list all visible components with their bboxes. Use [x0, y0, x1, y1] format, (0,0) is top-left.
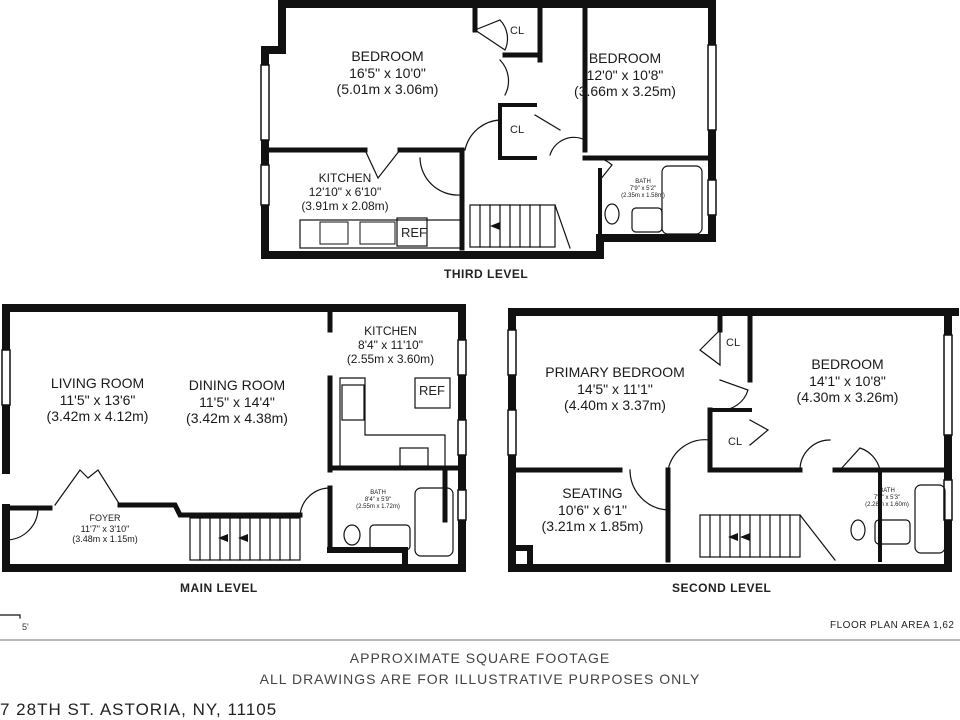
room-foyer: FOYER 11'7" x 3'10" (3.48m x 1.15m): [55, 513, 155, 545]
level-label-second: SECOND LEVEL: [672, 581, 772, 595]
main-level-windows: [1, 339, 467, 521]
closet-label: CL: [510, 25, 525, 37]
room-dims-ft: 7'9" x 5'2": [629, 186, 657, 193]
room-kitchen-third: KITCHEN 12'10" x 6'10" (3.91m x 2.08m): [295, 171, 395, 213]
closet-label: CL: [728, 436, 743, 448]
room-name: BEDROOM: [811, 356, 884, 372]
room-dims-m: (5.01m x 3.06m): [336, 81, 439, 98]
room-dims-m: (2.35m x 1.58m): [621, 193, 665, 200]
room-dims-m: (3.66m x 3.25m): [574, 83, 676, 100]
footer-line-2: ALL DRAWINGS ARE FOR ILLUSTRATIVE PURPOS…: [259, 671, 701, 687]
room-dims-ft: 11'5" x 13'6": [59, 391, 136, 408]
closet-label: CL: [510, 124, 525, 136]
room-dining-room: DINING ROOM 11'5" x 14'4" (3.42m x 4.38m…: [178, 377, 296, 427]
room-bath-main: BATH 8'4" x 5'9" (2.55m x 1.72m): [346, 490, 410, 511]
room-bedroom-second: BEDROOM 14'1" x 10'8" (4.30m x 3.26m): [785, 356, 910, 406]
room-name: BEDROOM: [588, 50, 662, 66]
closet-label: CL: [726, 337, 741, 349]
room-name: KITCHEN: [364, 324, 417, 338]
stair-arrows: [218, 222, 750, 542]
level-label-third: THIRD LEVEL: [444, 267, 529, 281]
room-dims-m: (2.28m x 1.60m): [865, 502, 909, 509]
room-dims-ft: 14'1" x 10'8": [809, 372, 886, 389]
room-dims-m: (3.42m x 4.38m): [186, 410, 288, 427]
room-dims-m: (2.55m x 1.72m): [356, 504, 400, 511]
ref-label: REF: [401, 225, 427, 240]
room-dims-m: (3.91m x 2.08m): [301, 199, 389, 214]
scale-label: 5': [22, 622, 29, 632]
room-dims-ft: 12'10" x 6'10": [308, 185, 382, 200]
scale-bar: [0, 614, 21, 619]
footer-line-1: APPROXIMATE SQUARE FOOTAGE: [349, 650, 611, 666]
second-level-windows: [507, 329, 953, 521]
room-name: BATH: [635, 179, 651, 185]
level-label-main: MAIN LEVEL: [180, 581, 258, 595]
room-dims-ft: 16'5" x 10'0": [349, 64, 426, 81]
room-dims-ft: 14'5" x 11'1": [577, 380, 653, 397]
main-level-doors: [5, 377, 454, 561]
third-level-walls: [261, 0, 716, 259]
room-dims-m: (3.48m x 1.15m): [72, 534, 138, 545]
room-name: BATH: [879, 488, 895, 494]
room-bath-second: BATH 7'6" x 5'3" (2.28m x 1.60m): [855, 488, 919, 509]
property-address: 7 28TH ST. ASTORIA, NY, 11105: [0, 700, 278, 719]
floor-plan-area: FLOOR PLAN AREA 1,62: [830, 620, 955, 631]
room-dims-ft: 12'0" x 10'8": [586, 66, 664, 83]
room-name: LIVING ROOM: [50, 375, 145, 391]
room-dims-ft: 8'4" x 11'10": [358, 338, 423, 353]
ref-label: REF: [419, 383, 445, 398]
room-kitchen-main: KITCHEN 8'4" x 11'10" (2.55m x 3.60m): [338, 324, 443, 366]
room-name: SEATING: [562, 485, 623, 501]
room-dims-ft: 11'7" x 3'10": [80, 523, 130, 534]
third-level-doors: [299, 19, 703, 249]
room-bedroom-2: BEDROOM 12'0" x 10'8" (3.66m x 3.25m): [560, 50, 690, 100]
room-name: FOYER: [89, 513, 121, 523]
room-dims-m: (3.21m x 1.85m): [541, 518, 644, 535]
room-dims-ft: 10'6" x 6'1": [558, 501, 627, 518]
room-bath-third: BATH 7'9" x 5'2" (2.35m x 1.58m): [618, 179, 668, 200]
room-dims-m: (4.40m x 3.37m): [564, 397, 666, 414]
room-dims-ft: 11'5" x 14'4": [199, 393, 275, 410]
room-primary-bedroom: PRIMARY BEDROOM 14'5" x 11'1" (4.40m x 3…: [540, 364, 690, 414]
room-name: PRIMARY BEDROOM: [545, 364, 685, 380]
room-name: KITCHEN: [318, 171, 372, 185]
room-dims-ft: 7'6" x 5'3": [873, 495, 901, 502]
room-name: BATH: [370, 490, 386, 496]
room-dims-m: (2.55m x 3.60m): [346, 352, 435, 367]
third-level-windows: [260, 44, 717, 216]
room-name: BEDROOM: [351, 48, 424, 64]
room-name: DINING ROOM: [188, 377, 286, 393]
room-dims-ft: 8'4" x 5'9": [364, 497, 392, 504]
room-dims-m: (3.42m x 4.12m): [46, 408, 149, 425]
room-dims-m: (4.30m x 3.26m): [796, 389, 899, 406]
room-bedroom-1: BEDROOM 16'5" x 10'0" (5.01m x 3.06m): [320, 48, 455, 98]
room-seating: SEATING 10'6" x 6'1" (3.21m x 1.85m): [535, 485, 650, 535]
room-living-room: LIVING ROOM 11'5" x 13'6" (3.42m x 4.12m…: [40, 375, 155, 425]
second-level-doors: [629, 328, 946, 561]
